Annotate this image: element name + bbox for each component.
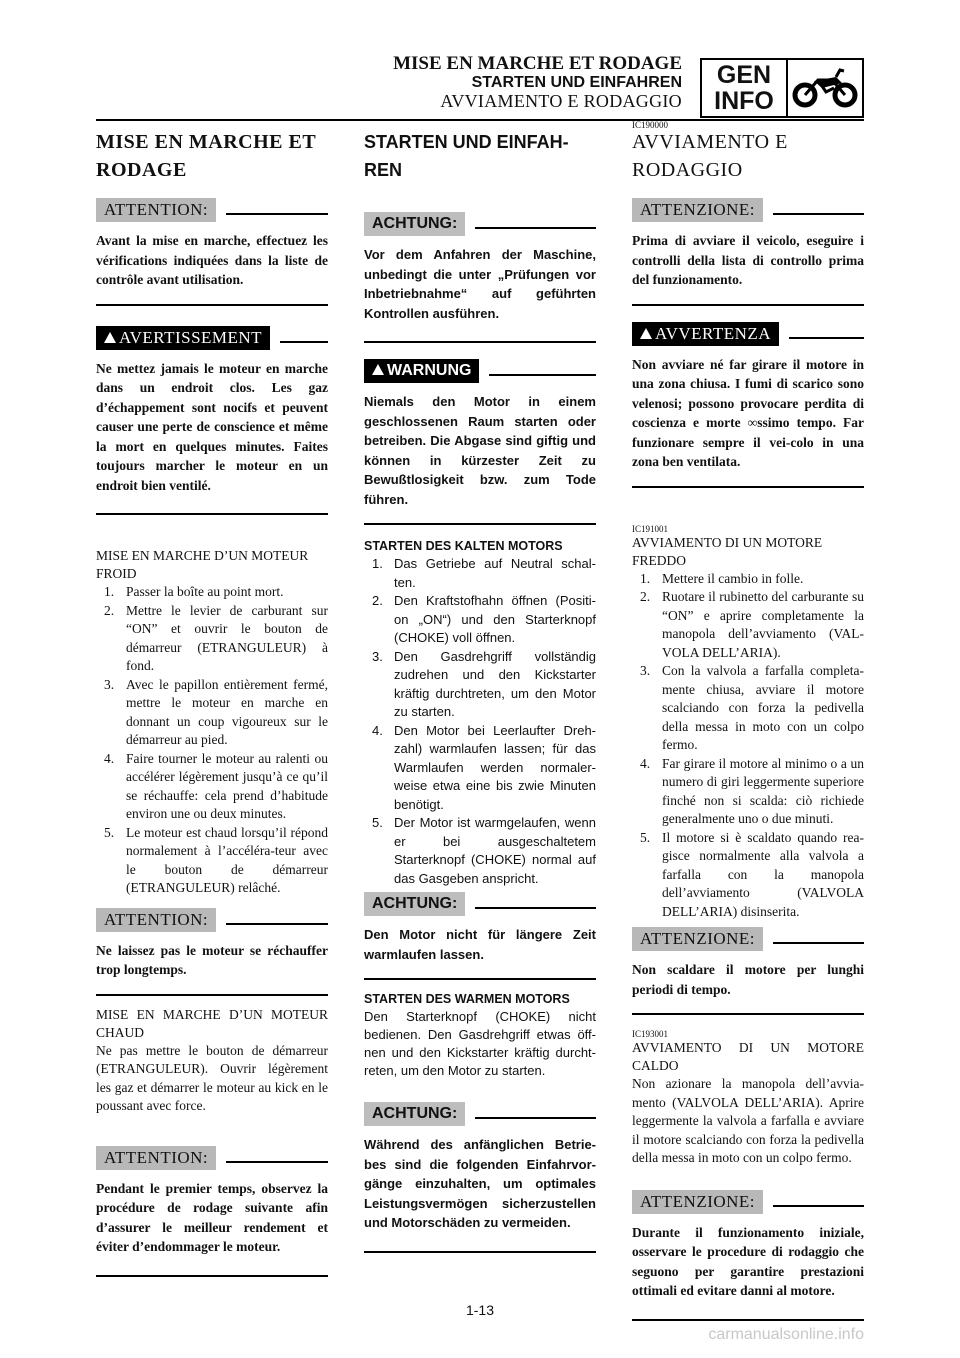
section-code: IC193001 xyxy=(632,1029,668,1039)
attention-label: ACHTUNG: xyxy=(364,892,466,916)
list-item: 4.Faire tourner le moteur au ralenti ou … xyxy=(104,750,328,822)
badge-line1: GEN xyxy=(716,61,772,89)
badge-line2: INFO xyxy=(714,87,774,115)
attention-text: Während des anfänglichen Betrie-bes sind… xyxy=(364,1137,596,1230)
cold-start-it: IC191001 AVVIAMENTO DI UN MOTORE FREDDO … xyxy=(632,524,864,922)
header-title-de: STARTEN UND EINFAHREN xyxy=(471,74,682,91)
warning-box-fr: AVERTISSEMENT Ne mettez jamais le moteur… xyxy=(96,325,328,515)
attention-box-fr-2: ATTENTION: Ne laissez pas le moteur se r… xyxy=(96,907,328,996)
warning-box-it: AVVERTENZA Non avviare né far girare il … xyxy=(632,321,864,488)
column-italian: AVVIAMENTO E RODAGGIO ATTENZIONE: Prima … xyxy=(632,128,864,1321)
attention-label: ACHTUNG: xyxy=(364,1102,466,1126)
attention-box-fr-1: ATTENTION: Avant la mise en marche, effe… xyxy=(96,198,328,306)
warning-label: AVERTISSEMENT xyxy=(96,325,271,350)
attention-box-it-3: ATTENZIONE: Durante il funzionamento ini… xyxy=(632,1189,864,1321)
list-item: 1.Passer la boîte au point mort. xyxy=(104,584,284,599)
attention-label: ATTENTION: xyxy=(96,198,217,222)
attention-text: Pendant le premier temps, observez la pr… xyxy=(96,1180,328,1255)
list-item: 4.Den Motor bei Leerlaufter Dreh-zahl) w… xyxy=(372,722,596,812)
cold-start-fr: MISE EN MARCHE D’UN MOTEUR FROID 1.Passe… xyxy=(96,547,328,898)
title-de: STARTEN UND EINFAH-REN xyxy=(364,132,569,180)
section-badge: GEN INFO xyxy=(700,58,864,118)
attention-label: ACHTUNG: xyxy=(364,212,466,236)
cold-start-steps: 1.Mettere il cambio in folle. 2.Ruotare … xyxy=(632,570,864,922)
attention-label: ATTENTION: xyxy=(96,907,217,932)
list-item: 1.Mettere il cambio in folle. xyxy=(640,570,804,586)
warning-box-de: WARNUNG Niemals den Motor in einem gesch… xyxy=(364,359,596,525)
page-number: 1-13 xyxy=(465,1302,495,1318)
warm-start-fr: MISE EN MARCHE D’UN MOTEUR CHAUD Ne pas … xyxy=(96,1006,328,1116)
header-rule xyxy=(96,119,864,121)
warning-triangle-icon xyxy=(372,364,384,375)
warning-text: Ne mettez jamais le moteur en marche dan… xyxy=(96,360,328,493)
attention-box-fr-3: ATTENTION: Pendant le premier temps, obs… xyxy=(96,1145,328,1277)
header-title-fr: MISE EN MARCHE ET RODAGE xyxy=(393,53,682,74)
attention-label: ATTENZIONE: xyxy=(632,1189,764,1214)
list-item: 3.Avec le papillon entièrement fermé, me… xyxy=(104,676,328,748)
cold-start-de: STARTEN DES KALTEN MOTORS 1.Das Getriebe… xyxy=(364,537,596,888)
cold-start-heading: STARTEN DES KALTEN MOTORS xyxy=(364,539,563,553)
title-fr: MISE EN MARCHE ET RODAGE xyxy=(96,131,316,181)
cold-start-heading: AVVIAMENTO DI UN MOTORE FREDDO xyxy=(632,534,823,568)
list-item: 1.Das Getriebe auf Neutral schal-ten. xyxy=(372,556,596,590)
column-french: MISE EN MARCHE ET RODAGE ATTENTION: Avan… xyxy=(96,128,328,1277)
list-item: 5.Le moteur est chaud lorsqu’il répond n… xyxy=(104,824,328,896)
list-item: 2.Den Kraftstofhahn öffnen (Positi-on „O… xyxy=(372,593,596,645)
section-code: IC191001 xyxy=(632,523,668,534)
attention-text: Ne laissez pas le moteur se réchauffer t… xyxy=(96,942,328,978)
warning-label: WARNUNG xyxy=(364,359,480,383)
warm-start-heading: STARTEN DES WARMEN MOTORS xyxy=(364,992,570,1006)
warning-triangle-icon xyxy=(104,331,116,343)
warning-text: Non avviare né far girare il motore in u… xyxy=(632,356,864,470)
warm-start-text: Non azionare la manopola dell’avvia-ment… xyxy=(632,1076,864,1165)
list-item: 3.Den Gasdrehgriff vollständig zudrehen … xyxy=(372,648,596,720)
section-code: IC190000 xyxy=(632,120,668,130)
attention-label: ATTENZIONE: xyxy=(632,927,764,951)
list-item: 5.Der Motor ist warmgelaufen, wenn er be… xyxy=(372,815,596,886)
list-item: 4.Far girare il motore al minimo o a un … xyxy=(640,755,864,827)
attention-label: ATTENTION: xyxy=(96,1145,217,1170)
warm-start-it: IC193001 AVVIAMENTO DI UN MOTORE CALDO N… xyxy=(632,1029,864,1168)
motorcycle-icon xyxy=(788,60,862,116)
attention-text: Vor dem Anfahren der Maschine, unbedingt… xyxy=(364,247,596,321)
attention-text: Avant la mise en marche, effectuez les v… xyxy=(96,233,328,287)
attention-box-de-2: ACHTUNG: Den Motor nicht für längere Zei… xyxy=(364,892,596,980)
list-item: 2.Mettre le levier de carburant sur “ON”… xyxy=(104,602,328,674)
warm-start-de: STARTEN DES WARMEN MOTORS Den Starterkno… xyxy=(364,990,596,1080)
attention-text: Den Motor nicht für längere Zeit warmlau… xyxy=(364,927,596,962)
warm-start-heading: MISE EN MARCHE D’UN MOTEUR CHAUD xyxy=(96,1006,328,1040)
cold-start-steps: 1.Passer la boîte au point mort. 2.Mettr… xyxy=(96,583,328,898)
attention-text: Prima di avviare il veicolo, eseguire i … xyxy=(632,233,864,287)
attention-text: Non scaldare il motore per lunghi period… xyxy=(632,962,864,997)
cold-start-heading: MISE EN MARCHE D’UN MOTEUR FROID xyxy=(96,548,309,581)
warm-start-text: Ne pas mettre le bouton de démarreur (ET… xyxy=(96,1042,328,1114)
warm-start-heading: AVVIAMENTO DI UN MOTORE CALDO xyxy=(632,1040,864,1073)
warning-triangle-icon xyxy=(640,327,652,339)
badge-text: GEN INFO xyxy=(702,60,788,116)
warning-text: Niemals den Motor in einem geschlossenen… xyxy=(364,394,596,507)
header-title-it: AVVIAMENTO E RODAGGIO xyxy=(440,91,682,111)
attention-box-it-1: ATTENZIONE: Prima di avviare il veicolo,… xyxy=(632,198,864,306)
attention-text: Durante il funzionamento iniziale, osser… xyxy=(632,1224,864,1299)
warm-start-text: Den Starterknopf (CHOKE) nicht bedienen.… xyxy=(364,1009,596,1078)
list-item: 3.Con la valvola a farfalla completa-men… xyxy=(640,663,864,752)
title-it: AVVIAMENTO E RODAGGIO xyxy=(632,131,788,181)
list-item: 5.Il motore si è scaldato quando rea-gis… xyxy=(640,829,864,919)
cold-start-steps: 1.Das Getriebe auf Neutral schal-ten. 2.… xyxy=(364,555,596,888)
watermark: carmanualsonline.info xyxy=(708,1326,864,1343)
list-item: 2.Ruotare il rubinetto del carburante su… xyxy=(640,589,864,660)
page-header: MISE EN MARCHE ET RODAGE STARTEN UND EIN… xyxy=(393,54,682,111)
attention-box-it-2: ATTENZIONE: Non scaldare il motore per l… xyxy=(632,927,864,1015)
attention-label: ATTENZIONE: xyxy=(632,198,764,222)
warning-label: AVVERTENZA xyxy=(632,321,780,346)
attention-box-de-1: ACHTUNG: Vor dem Anfahren der Maschine, … xyxy=(364,212,596,343)
column-german: STARTEN UND EINFAH-REN ACHTUNG: Vor dem … xyxy=(364,128,596,1253)
attention-box-de-3: ACHTUNG: Während des anfänglichen Betrie… xyxy=(364,1102,596,1253)
